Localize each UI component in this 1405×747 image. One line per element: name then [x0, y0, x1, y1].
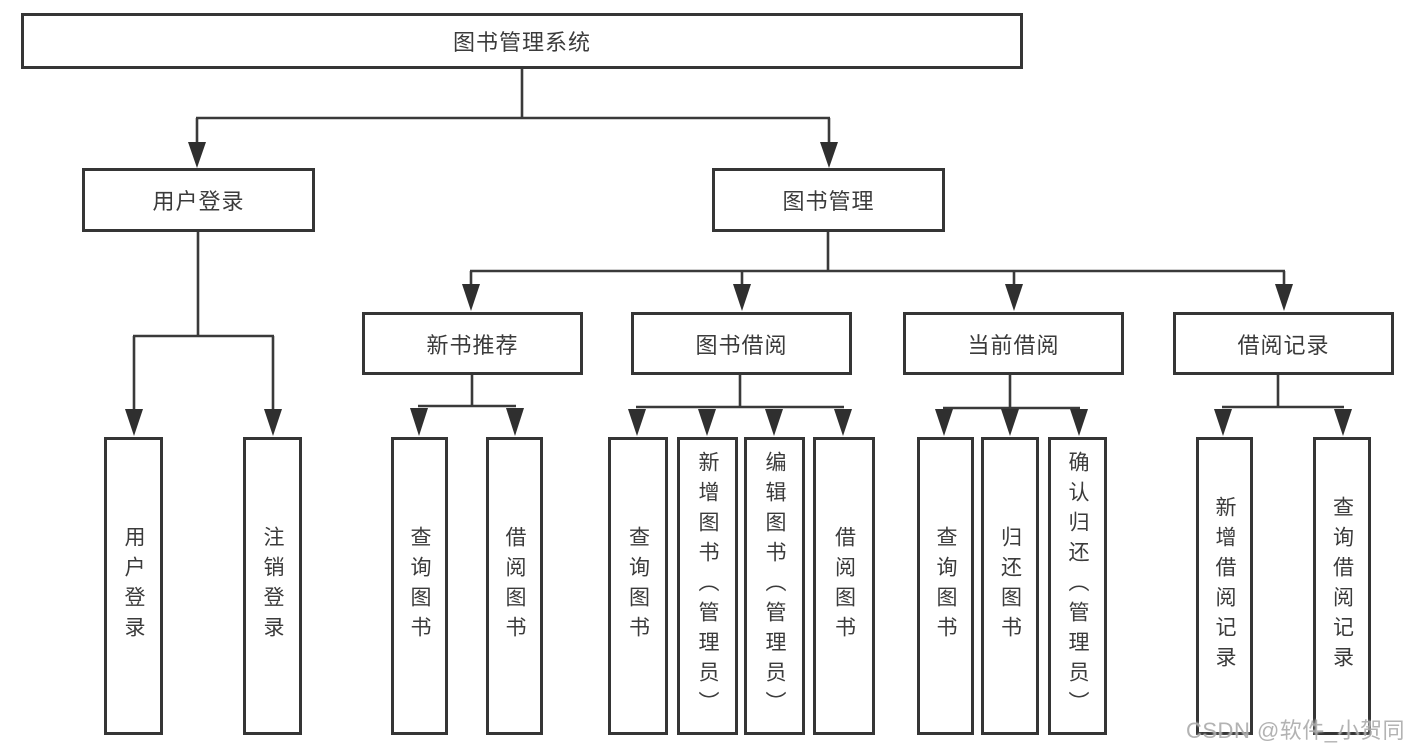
leaf-br-query-record: 查询借阅记录: [1313, 437, 1371, 735]
leaf-user-login: 用户登录: [104, 437, 163, 735]
node-new-book-recommend: 新书推荐: [362, 312, 583, 375]
node-root: 图书管理系统: [21, 13, 1023, 69]
leaf-nb-query-books: 查询图书: [391, 437, 448, 735]
leaf-bb-query-books: 查询图书: [608, 437, 668, 735]
connector-user-login-to-leaves: [125, 232, 282, 436]
leaf-cb-query-books: 查询图书: [917, 437, 974, 735]
leaf-br-add-record: 新增借阅记录: [1196, 437, 1253, 735]
csdn-watermark: CSDN @软件_小贺同学: [1186, 718, 1405, 743]
leaf-bb-add-books-admin: 新增图书（管理员）: [677, 437, 738, 735]
node-book-management: 图书管理: [712, 168, 945, 232]
leaf-cb-confirm-return-admin: 确认归还（管理员）: [1048, 437, 1107, 735]
node-user-login: 用户登录: [82, 168, 315, 232]
leaf-bb-borrow-books: 借阅图书: [813, 437, 875, 735]
connector-book-mgmt-to-level3: [462, 232, 1293, 311]
leaf-logout: 注销登录: [243, 437, 302, 735]
connector-book-borrow-to-leaves: [628, 375, 852, 436]
leaf-cb-return-books: 归还图书: [981, 437, 1039, 735]
node-current-borrow: 当前借阅: [903, 312, 1124, 375]
leaf-nb-borrow-books: 借阅图书: [486, 437, 543, 735]
connector-borrow-records-to-leaves: [1214, 375, 1352, 436]
node-borrow-records: 借阅记录: [1173, 312, 1394, 375]
connector-root-to-level2: [188, 69, 838, 168]
connector-current-borrow-to-leaves: [935, 375, 1088, 436]
connector-new-book-to-leaves: [410, 375, 524, 436]
node-book-borrow: 图书借阅: [631, 312, 852, 375]
leaf-bb-edit-books-admin: 编辑图书（管理员）: [744, 437, 805, 735]
